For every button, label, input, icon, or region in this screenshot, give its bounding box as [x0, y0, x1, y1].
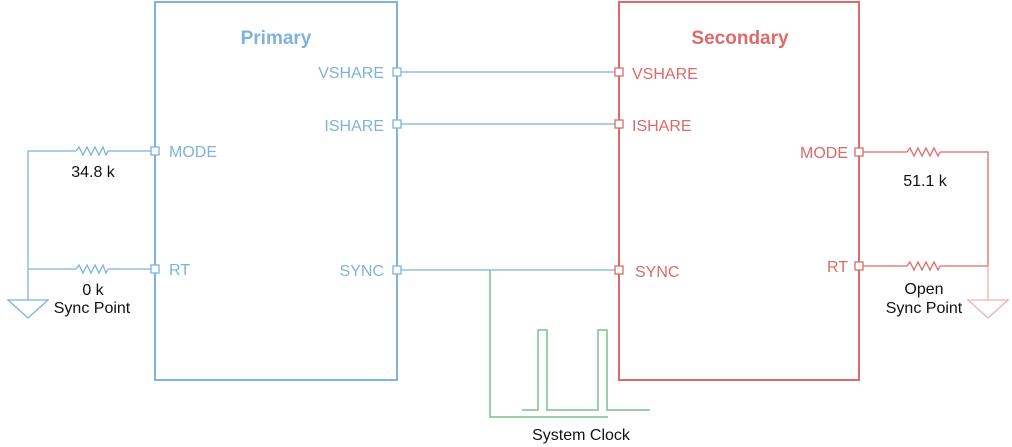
resistor-icon [75, 145, 109, 157]
primary-rt-resistor-value: 0 k [82, 282, 104, 299]
secondary-mode-resistor-value: 51.1 k [903, 173, 948, 190]
pin-square-icon [392, 265, 402, 275]
pin-square-icon [614, 67, 624, 77]
secondary-pin-ishare-label: ISHARE [632, 118, 692, 135]
pin-square-icon [392, 67, 402, 77]
secondary-pin-mode-label: MODE [800, 145, 848, 162]
primary-ground-label: Sync Point [54, 300, 131, 317]
secondary-mode-wire [863, 151, 989, 267]
primary-pin-rt-label: RT [169, 262, 190, 279]
resistor-icon [906, 146, 941, 158]
primary-box [154, 1, 398, 381]
pin-square-icon [854, 261, 864, 271]
secondary-ground-label: Sync Point [886, 300, 963, 317]
secondary-pin-vshare-label: VSHARE [632, 66, 698, 83]
secondary-box [618, 1, 860, 381]
primary-title: Primary [241, 28, 312, 49]
primary-mode-resistor-value: 34.8 k [71, 164, 116, 181]
secondary-title: Secondary [691, 28, 789, 49]
pin-square-icon [392, 119, 402, 129]
primary-pin-mode-label: MODE [169, 144, 217, 161]
secondary-rt-resistor-value: Open [904, 281, 943, 298]
primary-pin-vshare-label: VSHARE [318, 65, 384, 82]
ground-icon [966, 299, 1010, 319]
primary-pin-ishare-label: ISHARE [324, 118, 384, 135]
interconnect-wires [401, 71, 615, 271]
primary-mode-wire [27, 150, 151, 300]
system-clock: System Clock [489, 270, 650, 444]
pin-square-icon [150, 146, 160, 156]
clock-label: System Clock [532, 427, 631, 444]
clock-pulse-waveform [522, 329, 650, 411]
secondary-block: Secondary VSHARE ISHARE MODE RT SYNC 51.… [614, 1, 1010, 381]
primary-block: Primary VSHARE ISHARE MODE RT SYNC 34.8 … [6, 1, 402, 381]
pin-square-icon [150, 264, 160, 274]
secondary-pin-sync-label: SYNC [635, 264, 679, 281]
pin-square-icon [854, 147, 864, 157]
pin-square-icon [614, 265, 624, 275]
ground-icon [6, 299, 50, 319]
clock-feed-wire [489, 270, 608, 418]
secondary-pin-rt-label: RT [827, 259, 848, 276]
resistor-icon [75, 263, 109, 275]
primary-pin-sync-label: SYNC [340, 263, 384, 280]
pin-square-icon [614, 119, 624, 129]
resistor-icon [906, 260, 941, 272]
